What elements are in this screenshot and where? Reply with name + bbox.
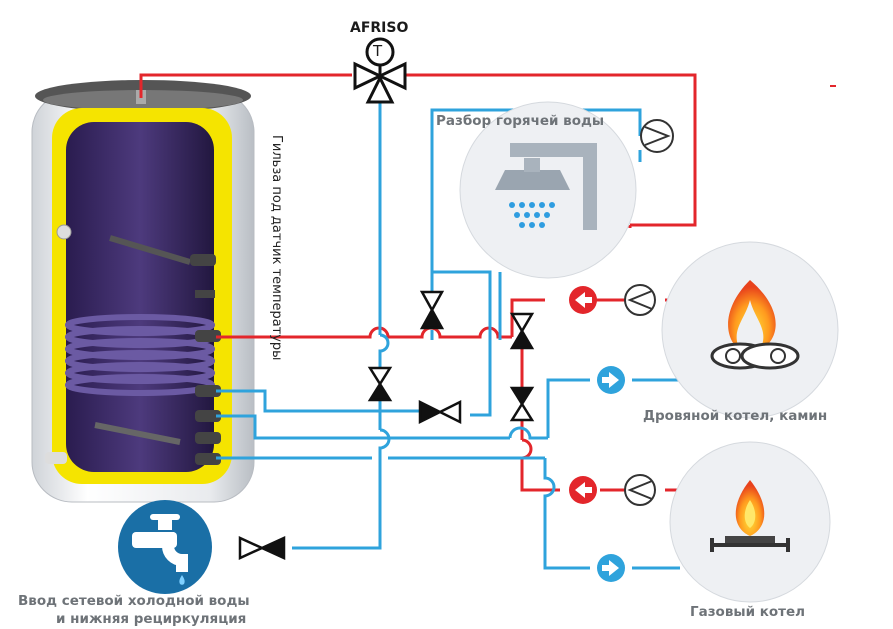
ball-valve-icon xyxy=(509,312,535,350)
water-tap-icon xyxy=(118,500,212,594)
pump-icon xyxy=(624,474,656,506)
ball-valve-icon xyxy=(418,399,462,425)
check-valve-arrow-icon xyxy=(597,554,625,582)
shower-icon xyxy=(495,143,597,230)
check-valve-arrow-icon xyxy=(569,476,597,504)
cold-water-label-line2: и нижняя рециркуляция xyxy=(56,611,247,627)
ball-valve-icon xyxy=(419,290,445,330)
ball-valve-icon xyxy=(367,366,393,402)
cold-water-label-line1: Ввод сетевой холодной воды xyxy=(18,593,250,609)
wood-boiler xyxy=(661,241,839,419)
sensor-sleeve-label: Гильза под датчик температуры xyxy=(269,135,284,361)
tank-connections xyxy=(45,254,221,465)
fire-icon xyxy=(710,280,800,370)
pump-icon xyxy=(624,284,656,316)
wood-boiler-label: Дровяной котел, камин xyxy=(643,408,828,424)
hot-water-consumer xyxy=(459,101,637,279)
hot-water-label: Разбор горячей воды xyxy=(436,113,605,129)
heating-coil xyxy=(65,314,215,396)
gas-boiler xyxy=(669,441,831,603)
three-way-valve-icon xyxy=(353,37,407,104)
pump-icon xyxy=(640,119,674,153)
gas-boiler-label: Газовый котел xyxy=(690,604,806,620)
check-valve-arrow-icon xyxy=(569,286,597,314)
check-valve-arrow-icon xyxy=(597,366,625,394)
valve-symbol: T xyxy=(373,42,383,60)
gas-burner-icon xyxy=(710,480,790,552)
valve-brand-label: AFRISO xyxy=(350,20,409,36)
ball-valve-icon xyxy=(238,536,286,560)
storage-tank xyxy=(31,80,255,503)
ball-valve-icon xyxy=(509,386,535,422)
tank-inner xyxy=(66,122,214,472)
